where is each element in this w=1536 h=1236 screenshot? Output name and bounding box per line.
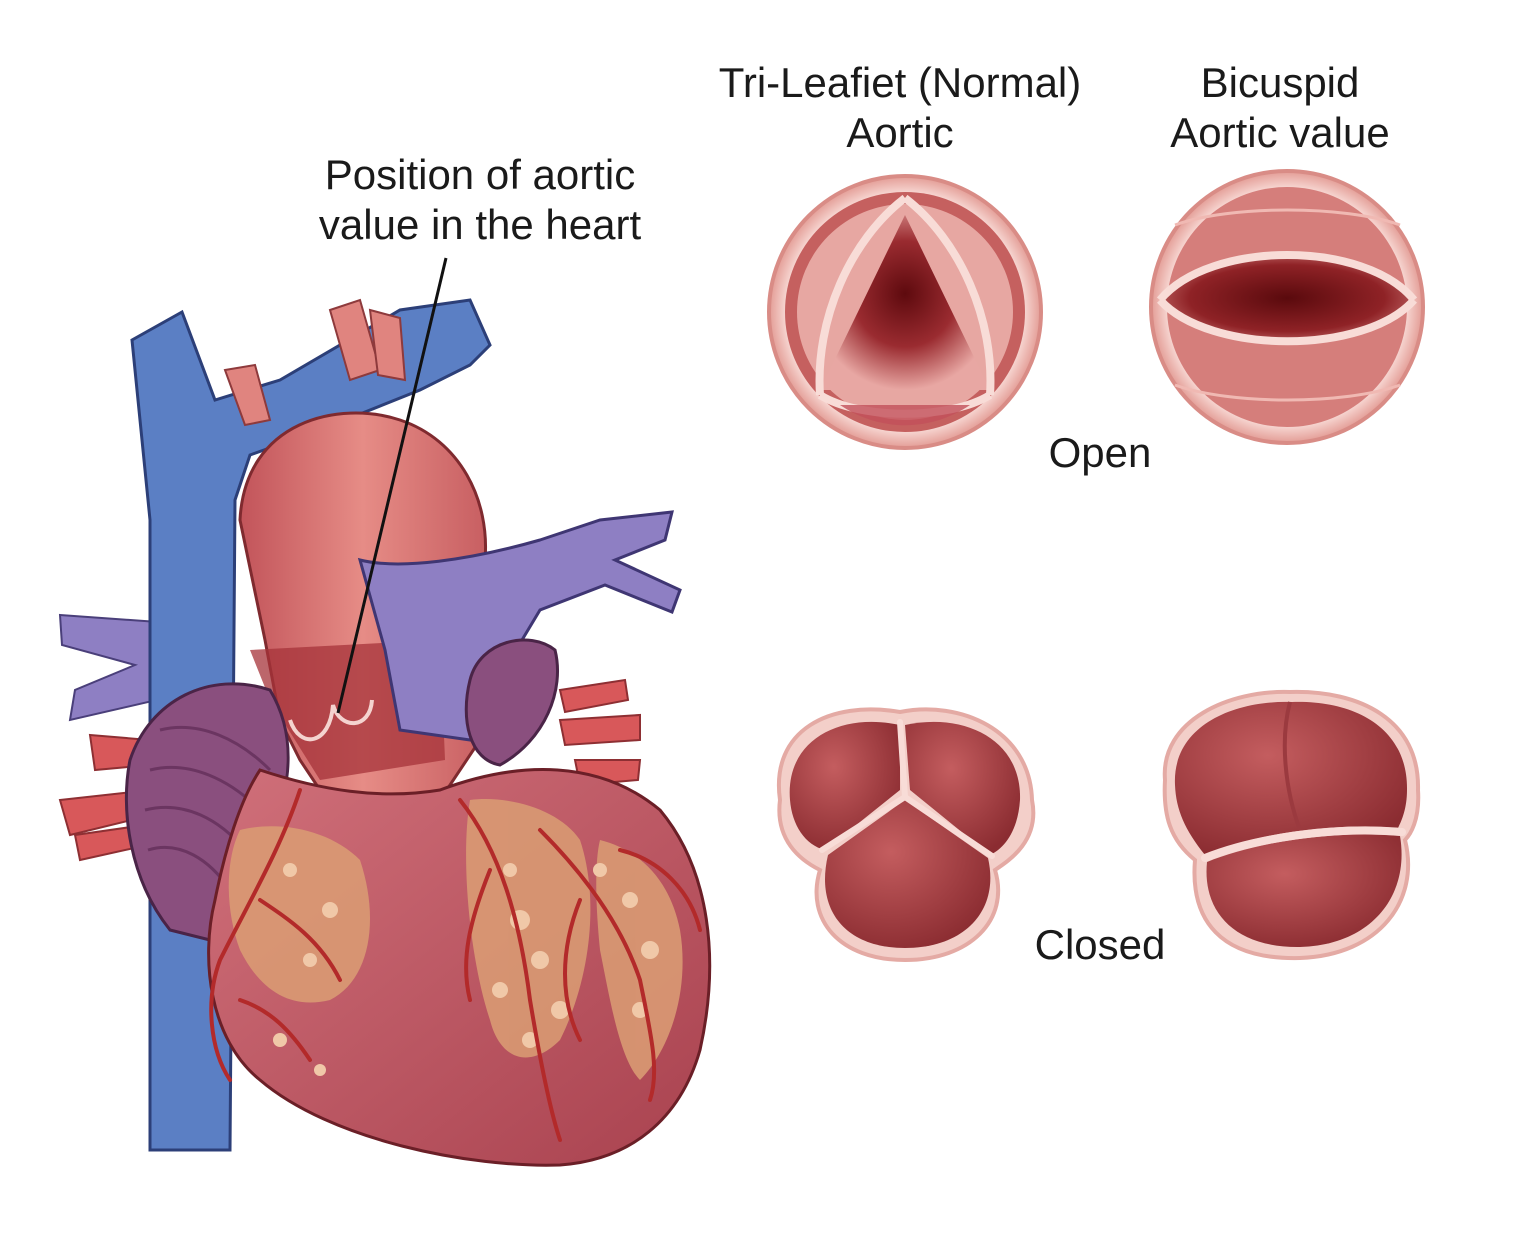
heart-illustration [58,298,712,1167]
left-atrial-appendage [464,638,560,767]
bicuspid-title-line1: Bicuspid [1200,59,1360,106]
heart-position-label-line1: Position of aortic [324,151,636,198]
aortic-valve-outline [288,699,374,742]
heart-position-label: Position of aortic value in the heart [290,150,670,250]
tri-leaflet-title-line1: Tri-Leafiet (Normal) [718,59,1082,106]
bicuspid-title: Bicuspid Aortic value [1120,58,1440,158]
fat-nodules [273,863,659,1076]
closed-label: Closed [1034,921,1166,968]
pointer-line [336,257,448,714]
bicuspid-open-valve [1149,169,1425,445]
tri-leaflet-open-valve [767,174,1043,450]
bicuspid-title-line2: Aortic value [1170,109,1390,156]
open-label: Open [1048,429,1152,476]
aortic-branches [223,298,407,427]
tri-leaflet-title-line2: Aortic [846,109,954,156]
tri-leaflet-title: Tri-Leafiet (Normal) Aortic [690,58,1110,158]
coronary-arteries [209,788,702,1142]
pulmonary-artery [357,510,682,742]
bicuspid-closed-valve [1162,689,1421,961]
tri-leaflet-closed-valve [776,707,1036,963]
heart-position-label-line2: value in the heart [318,201,642,248]
pulmonary-vessels-right [558,678,642,787]
